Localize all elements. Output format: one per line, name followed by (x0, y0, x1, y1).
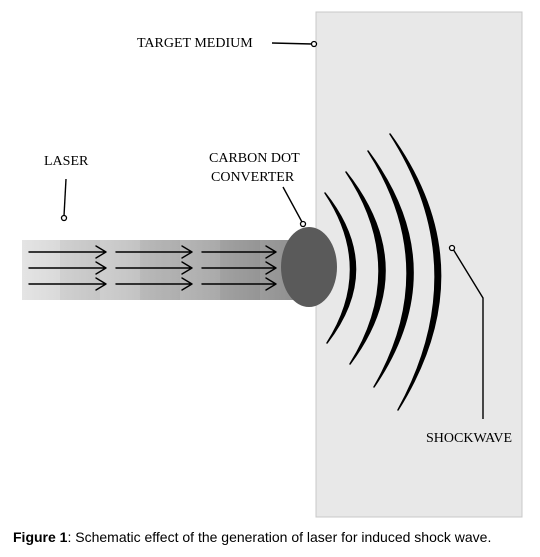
arrow-row3-seg2 (115, 277, 193, 291)
figure-caption: Figure 1: Schematic effect of the genera… (13, 529, 540, 545)
laser-label: LASER (44, 154, 89, 169)
carbon-dot-label-line2: CONVERTER (211, 170, 295, 185)
arrow-row2-seg2 (115, 261, 193, 275)
shockwave-label: SHOCKWAVE (426, 431, 512, 446)
arrow-row2-seg1 (28, 261, 107, 275)
shockwave-arc-1 (324, 192, 357, 344)
laser-beam (22, 240, 312, 300)
shockwave-arc-2 (345, 171, 386, 365)
beam-bands (60, 240, 260, 300)
shockwave-leader (452, 248, 484, 419)
arrow-row3-seg1 (28, 277, 107, 291)
shockwave-arc-4 (389, 133, 442, 411)
figure-caption-text: : Schematic effect of the generation of … (67, 529, 492, 545)
laser-leader-dot (60, 214, 68, 222)
shockwave-arc-3 (367, 150, 414, 388)
arrow-row1-seg1 (28, 245, 107, 259)
laser-shockwave-diagram: TARGET MEDIUM LASER CARBON DOT CONVERTER… (22, 11, 523, 518)
carbon-dot-label-line1: CARBON DOT (209, 151, 300, 166)
carbon-dot-leader (282, 186, 303, 223)
carbon-dot-converter (281, 227, 337, 307)
shockwave-arcs (324, 133, 442, 411)
target-medium-leader (271, 42, 313, 45)
arrow-row1-seg2 (115, 245, 193, 259)
beam-arrows (28, 245, 277, 291)
figure-caption-prefix: Figure 1 (13, 529, 68, 545)
target-medium-leader-dot (310, 40, 318, 48)
arrow-row1-seg3 (201, 245, 277, 259)
shockwave-leader-dot (448, 244, 456, 252)
laser-leader (63, 178, 67, 217)
carbon-dot-leader-dot (299, 220, 307, 228)
arrow-row3-seg3 (201, 277, 277, 291)
arrow-row2-seg3 (201, 261, 277, 275)
target-medium-label: TARGET MEDIUM (137, 36, 253, 51)
